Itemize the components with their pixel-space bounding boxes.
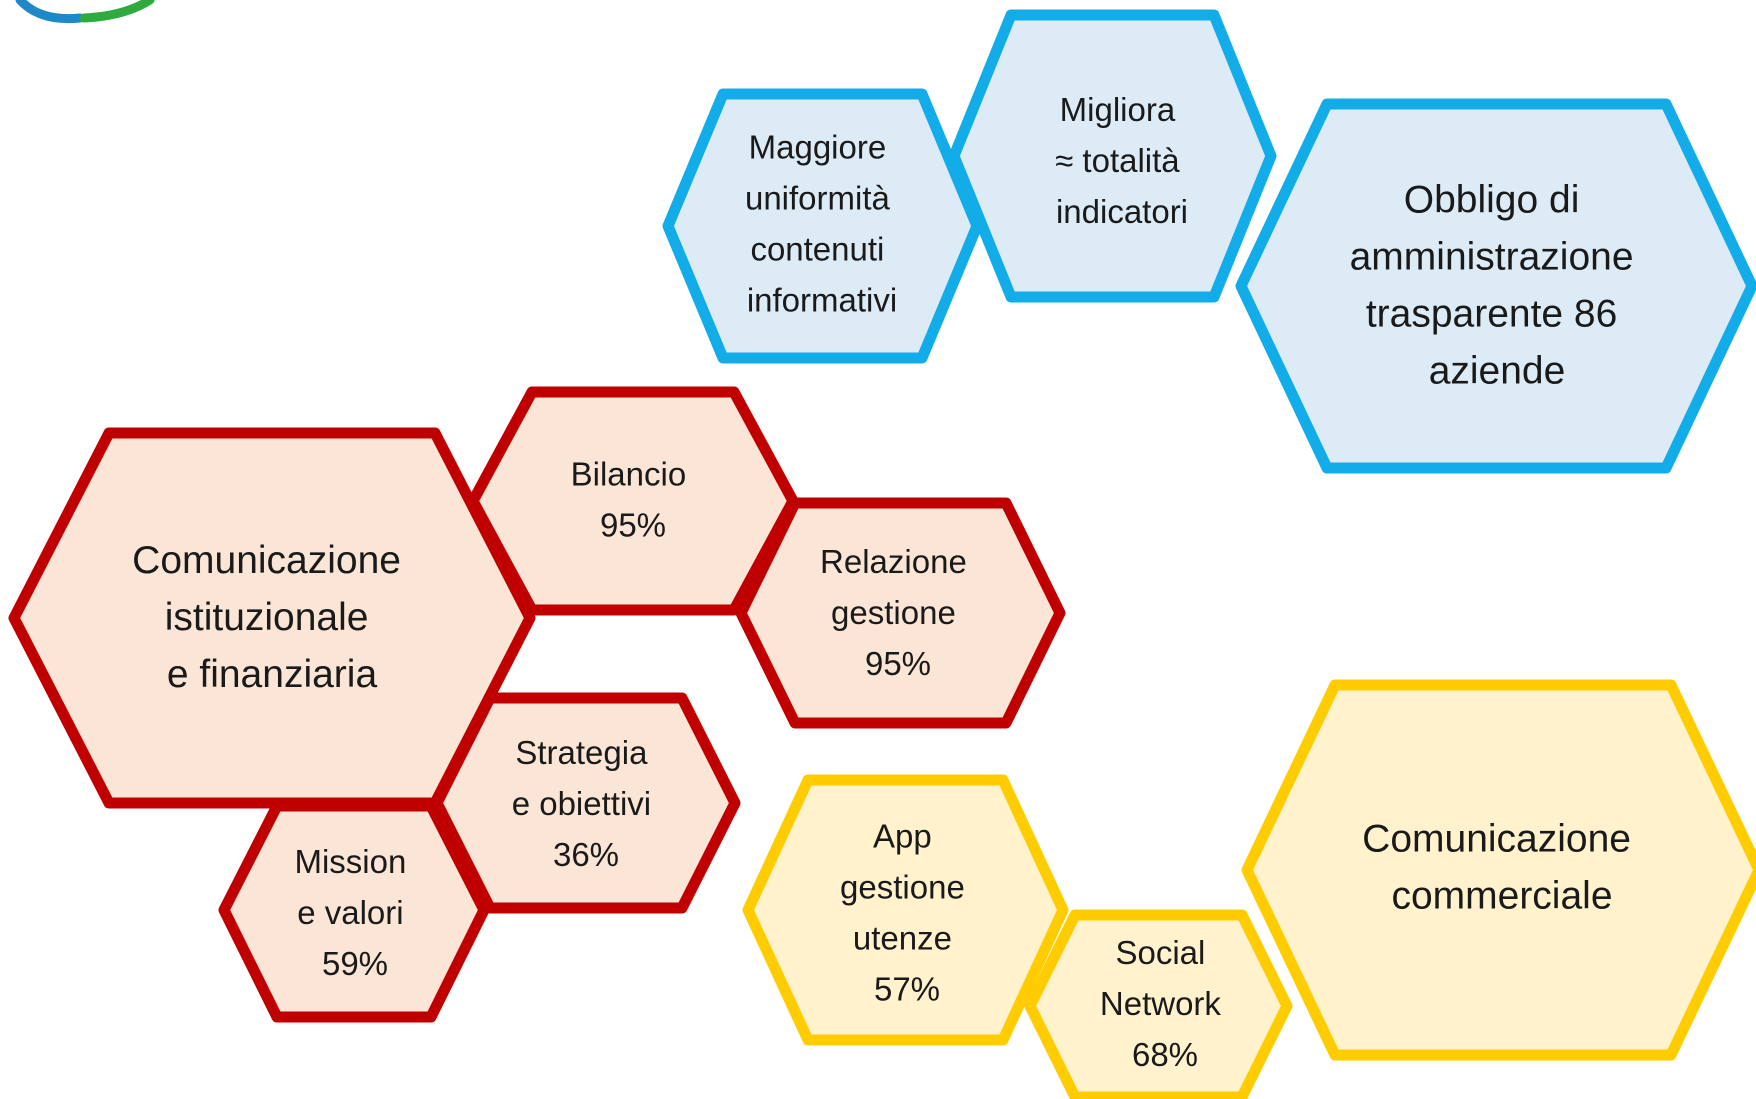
hex-obbligo-trasparenza: Obbligo di amministrazione trasparente 8… — [1235, 98, 1756, 474]
hex-strategia-obiettivi: Strategia e obiettivi 36% — [431, 692, 741, 914]
hex-line: Mission — [294, 843, 406, 880]
hex-line: Obbligo di — [1404, 179, 1580, 222]
hex-label: App gestione utenze 57% — [840, 817, 974, 1007]
hex-migliora-indicatori: Migliora ≈ totalità indicatori — [948, 9, 1277, 303]
logo-arc-green — [79, 0, 155, 23]
hex-line: Network — [1100, 985, 1222, 1022]
hex-label: Social Network 68% — [1100, 934, 1230, 1073]
hex-line: 68% — [1132, 1036, 1198, 1073]
hex-line: Comunicazione — [132, 539, 401, 582]
hex-shape — [218, 800, 490, 1023]
hex-line: e valori — [297, 894, 403, 931]
hex-app-gestione-utenze: App gestione utenze 57% — [742, 774, 1069, 1046]
hex-line: e obiettivi — [512, 785, 651, 822]
hex-line: Strategia — [515, 734, 648, 771]
hex-line: gestione — [831, 594, 956, 631]
hex-line: 36% — [553, 836, 619, 873]
hex-line: utenze — [853, 919, 952, 956]
hex-line: aziende — [1429, 350, 1566, 393]
hex-relazione-gestione: Relazione gestione 95% — [735, 497, 1066, 729]
hex-shape — [1235, 98, 1756, 474]
hex-label: Comunicazione istituzionale e finanziari… — [132, 539, 412, 696]
hex-line: commerciale — [1391, 875, 1612, 918]
hex-line: App — [873, 817, 932, 854]
hex-label: Bilancio 95% — [571, 455, 696, 543]
hex-line: uniformità — [745, 179, 891, 216]
hex-comunicazione-commerciale: Comunicazione commerciale — [1241, 679, 1756, 1061]
hex-line: Bilancio — [571, 455, 687, 492]
hex-label: Strategia e obiettivi 36% — [512, 734, 661, 873]
hex-line: contenuti — [750, 230, 884, 267]
hex-mission-valori: Mission e valori 59% — [218, 800, 490, 1023]
hex-social-network: Social Network 68% — [1024, 909, 1293, 1099]
hex-bilancio: Bilancio 95% — [467, 386, 799, 616]
hex-line: istituzionale — [165, 596, 369, 639]
hex-line: Migliora — [1060, 91, 1176, 128]
logo-arc-blue — [15, 0, 85, 24]
hex-shape — [742, 774, 1069, 1046]
hex-line: e finanziaria — [167, 653, 378, 696]
hex-line: ≈ totalità — [1055, 142, 1180, 179]
hex-line: 59% — [322, 945, 388, 982]
hex-line: Maggiore — [749, 128, 887, 165]
logo-mark — [15, 0, 155, 24]
hex-shape — [431, 692, 741, 914]
hex-line: Social — [1115, 934, 1205, 971]
hex-line: amministrazione — [1350, 236, 1634, 279]
hex-label: Mission e valori 59% — [294, 843, 415, 982]
hex-line: 95% — [600, 506, 666, 543]
hex-line: Comunicazione — [1362, 818, 1631, 861]
hex-line: Relazione — [820, 543, 967, 580]
hex-line: trasparente 86 — [1366, 293, 1618, 336]
hex-maggiore-uniformita: Maggiore uniformità contenuti informativ… — [662, 88, 983, 364]
hex-shape — [735, 497, 1066, 729]
hex-shape — [8, 427, 536, 809]
hex-label: Migliora ≈ totalità indicatori — [1055, 91, 1189, 230]
hex-shape — [1241, 679, 1756, 1061]
hex-label: Relazione gestione 95% — [820, 543, 976, 682]
hex-line: informativi — [747, 281, 897, 318]
hex-line: gestione — [840, 868, 965, 905]
hex-line: 95% — [865, 645, 931, 682]
hex-shape — [948, 9, 1277, 303]
hex-shape — [1024, 909, 1293, 1099]
hex-label: Comunicazione commerciale — [1362, 818, 1642, 918]
hex-comunicazione-istituzionale: Comunicazione istituzionale e finanziari… — [8, 427, 536, 809]
hex-shape — [467, 386, 799, 616]
hex-label: Maggiore uniformità contenuti informativ… — [745, 128, 899, 318]
hex-line: indicatori — [1056, 193, 1188, 230]
hex-label: Obbligo di amministrazione trasparente 8… — [1350, 179, 1645, 393]
hex-line: 57% — [874, 970, 940, 1007]
